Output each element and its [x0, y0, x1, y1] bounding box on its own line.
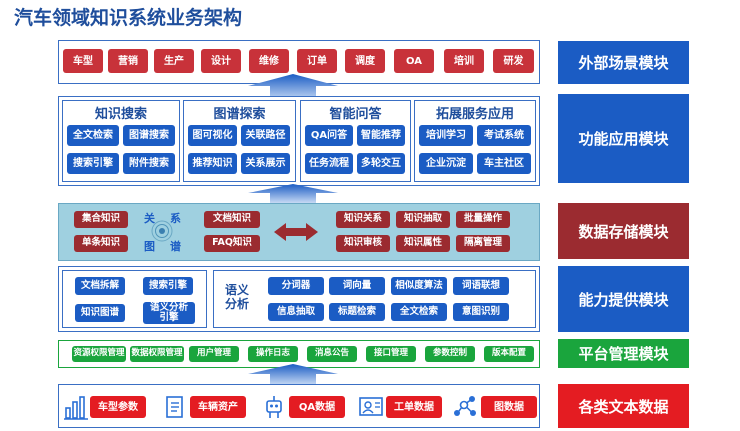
- storage-right-button: 知识属性: [396, 235, 450, 252]
- semantic-analysis-button: 词向量: [329, 277, 385, 295]
- function-item-button: 任务流程: [305, 153, 353, 174]
- document-icon: [166, 396, 183, 418]
- relation-graph-glyph: 图: [144, 240, 155, 253]
- text-data-button: 工单数据: [386, 396, 442, 418]
- relation-graph-glyph: 关: [144, 212, 155, 225]
- storage-right-button: 批量操作: [456, 211, 510, 228]
- scene-item-button: 营销: [108, 49, 148, 73]
- up-arrow-1: [248, 74, 338, 102]
- platform-item-button: 数据权限管理: [130, 346, 184, 362]
- function-item-button: 搜索引擎: [67, 153, 119, 174]
- platform-module-label: 平台管理模块: [558, 339, 689, 368]
- function-item-button: 全文检索: [67, 125, 119, 146]
- relation-graph-glyph: 系: [170, 212, 181, 225]
- page-title: 汽车领域知识系统业务架构: [14, 7, 243, 29]
- semantic-analysis-button: 标题检索: [329, 303, 385, 321]
- robot-icon: [266, 396, 282, 418]
- platform-item-button: 操作日志: [248, 346, 298, 362]
- text-data-button: QA数据: [289, 396, 345, 418]
- function-group-title: 智能问答: [329, 107, 382, 122]
- semantic-analysis-button: 全文检索: [391, 303, 447, 321]
- scene-item-button: 生产: [154, 49, 194, 73]
- graph-rings-icon: [151, 220, 173, 242]
- function-group-title: 知识搜索: [94, 107, 147, 122]
- platform-item-button: 资源权限管理: [72, 346, 126, 362]
- text-data-button: 车辆资产: [190, 396, 246, 418]
- network-icon: [454, 396, 476, 416]
- function-item-button: QA问答: [305, 125, 353, 146]
- scene-item-button: 研发: [493, 49, 534, 73]
- semantic-analysis-button: 信息抽取: [268, 303, 324, 321]
- function-group-title: 图谱探索: [213, 107, 266, 122]
- function-item-button: 培训学习: [419, 125, 473, 146]
- function-item-button: 关系展示: [241, 153, 290, 174]
- scene-item-button: 培训: [444, 49, 484, 73]
- text-data-module-label: 各类文本数据: [558, 384, 689, 428]
- platform-item-button: 参数控制: [425, 346, 475, 362]
- scene-item-button: 调度: [345, 49, 385, 73]
- person-card-icon: [359, 397, 383, 416]
- text-data-button: 车型参数: [90, 396, 146, 418]
- storage-right-button: 知识抽取: [396, 211, 450, 228]
- function-item-button: 推荐知识: [188, 153, 237, 174]
- function-item-button: 关联路径: [241, 125, 290, 146]
- function-item-button: 多轮交互: [357, 153, 405, 174]
- semantic-analysis-button: 相似度算法: [391, 277, 447, 295]
- function-module-label: 功能应用模块: [558, 94, 689, 183]
- scene-item-button: 订单: [297, 49, 337, 73]
- platform-item-button: 版本配置: [484, 346, 534, 362]
- up-arrow-3: [248, 364, 338, 386]
- platform-item-button: 接口管理: [366, 346, 416, 362]
- function-item-button: 智能推荐: [357, 125, 405, 146]
- function-item-button: 附件搜索: [123, 153, 175, 174]
- scene-module-label: 外部场景模块: [558, 41, 689, 84]
- storage-right-button: 隔离管理: [456, 235, 510, 252]
- storage-mid-button: 文档知识: [204, 211, 260, 228]
- function-item-button: 图谱搜索: [123, 125, 175, 146]
- semantic-analysis-button: 分词器: [268, 277, 324, 295]
- bidirectional-arrow-icon: [274, 223, 318, 241]
- text-data-button: 图数据: [481, 396, 537, 418]
- function-group-title: 拓展服务应用: [435, 107, 514, 122]
- semantic-analysis-title: 语义 分析: [224, 283, 249, 312]
- storage-left-button: 集合知识: [74, 211, 128, 228]
- platform-item-button: 用户管理: [189, 346, 239, 362]
- function-item-button: 考试系统: [477, 125, 531, 146]
- relation-graph-glyph: 谱: [170, 240, 181, 253]
- storage-right-button: 知识审核: [336, 235, 390, 252]
- capability-left-button: 搜索引擎: [143, 277, 193, 295]
- function-item-button: 图可视化: [188, 125, 237, 146]
- scene-item-button: 车型: [63, 49, 103, 73]
- scene-item-button: 维修: [249, 49, 289, 73]
- semantic-analysis-button: 意图识别: [453, 303, 509, 321]
- bar-chart-icon: [64, 396, 88, 420]
- capability-left-button: 知识图谱: [75, 304, 125, 322]
- capability-left-button: 语义分析 引擎: [143, 302, 195, 324]
- semantic-analysis-button: 词语联想: [453, 277, 509, 295]
- storage-mid-button: FAQ知识: [204, 235, 260, 252]
- scene-item-button: OA: [394, 49, 434, 73]
- capability-module-label: 能力提供模块: [558, 266, 689, 332]
- platform-item-button: 消息公告: [307, 346, 357, 362]
- function-item-button: 车主社区: [477, 153, 531, 174]
- scene-item-button: 设计: [201, 49, 241, 73]
- storage-right-button: 知识关系: [336, 211, 390, 228]
- storage-left-button: 单条知识: [74, 235, 128, 252]
- capability-left-button: 文档拆解: [75, 277, 125, 295]
- function-item-button: 企业沉淀: [419, 153, 473, 174]
- up-arrow-2: [248, 184, 338, 204]
- storage-module-label: 数据存储模块: [558, 203, 689, 259]
